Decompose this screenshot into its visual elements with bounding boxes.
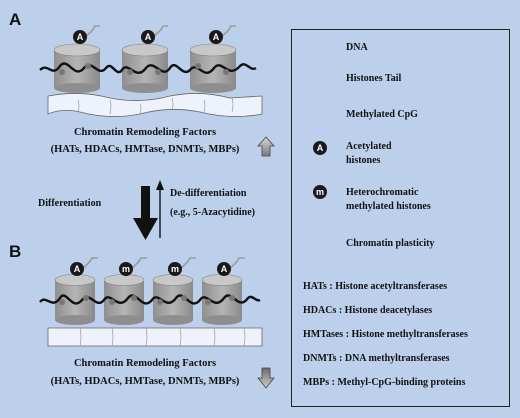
differentiation-label: Differentiation bbox=[38, 198, 102, 209]
acetylated-badge: A bbox=[70, 262, 84, 276]
heterochromatic-methylated-badge: m bbox=[168, 262, 182, 276]
dedifferentiation-example: (e.g., 5-Azacytidine) bbox=[170, 207, 255, 218]
differentiation-arrow bbox=[133, 186, 158, 240]
panel-a-caption-line2: (HATs, HDACs, HMTase, DNMTs, MBPs) bbox=[50, 144, 240, 155]
legend-box bbox=[291, 29, 510, 407]
panel-b-caption-line2: (HATs, HDACs, HMTase, DNMTs, MBPs) bbox=[50, 376, 240, 387]
panel-b-letter: B bbox=[9, 242, 22, 261]
abbreviation-item: HMTases : Histone methyltransferases bbox=[303, 329, 468, 340]
dedifferentiation-arrow bbox=[156, 180, 164, 238]
acetylated-legend-icon: A bbox=[313, 141, 327, 155]
increase-arrow bbox=[257, 136, 275, 157]
panel-b-nucleosomes bbox=[39, 257, 261, 325]
panel-a-nucleosomes bbox=[39, 25, 257, 93]
acetylated-badge: A bbox=[141, 30, 155, 44]
abbreviation-item: HDACs : Histone deacetylases bbox=[303, 305, 433, 316]
decrease-arrow bbox=[257, 367, 275, 389]
legend-chromatin-plasticity-label: Chromatin plasticity bbox=[346, 238, 435, 249]
heterochromatic-legend-icon: m bbox=[313, 185, 327, 199]
panel-a-letter: A bbox=[9, 10, 22, 29]
panel-a-caption-line1: Chromatin Remodeling Factors bbox=[73, 127, 217, 138]
panel-b-caption-line1: Chromatin Remodeling Factors bbox=[73, 358, 217, 369]
heterochromatic-methylated-badge: m bbox=[119, 262, 133, 276]
legend-methylated-cpg-label: Methylated CpG bbox=[346, 109, 418, 120]
acetylated-badge: A bbox=[73, 30, 87, 44]
legend-acetylated-line2: histones bbox=[346, 155, 381, 166]
panel-b-chromatin-plasticity bbox=[47, 327, 263, 347]
abbreviation-item: DNMTs : DNA methyltransferases bbox=[303, 353, 450, 364]
dedifferentiation-label: De-differentiation bbox=[170, 188, 247, 199]
legend-dna-label: DNA bbox=[346, 42, 368, 53]
legend-histone-tail-label: Histones Tail bbox=[346, 73, 402, 84]
panel-a-chromatin-plasticity bbox=[47, 93, 263, 117]
abbreviation-item: MBPs : Methyl-CpG-binding proteins bbox=[303, 377, 466, 388]
dna-strand bbox=[39, 62, 257, 74]
legend-heterochromatic-line2: methylated histones bbox=[346, 201, 431, 212]
acetylated-badge: A bbox=[209, 30, 223, 44]
legend-heterochromatic-line1: Heterochromatic bbox=[346, 187, 419, 198]
abbreviation-item: HATs : Histone acetyltransferases bbox=[303, 281, 448, 292]
legend-acetylated-line1: Acetylated bbox=[346, 141, 392, 152]
acetylated-badge: A bbox=[217, 262, 231, 276]
